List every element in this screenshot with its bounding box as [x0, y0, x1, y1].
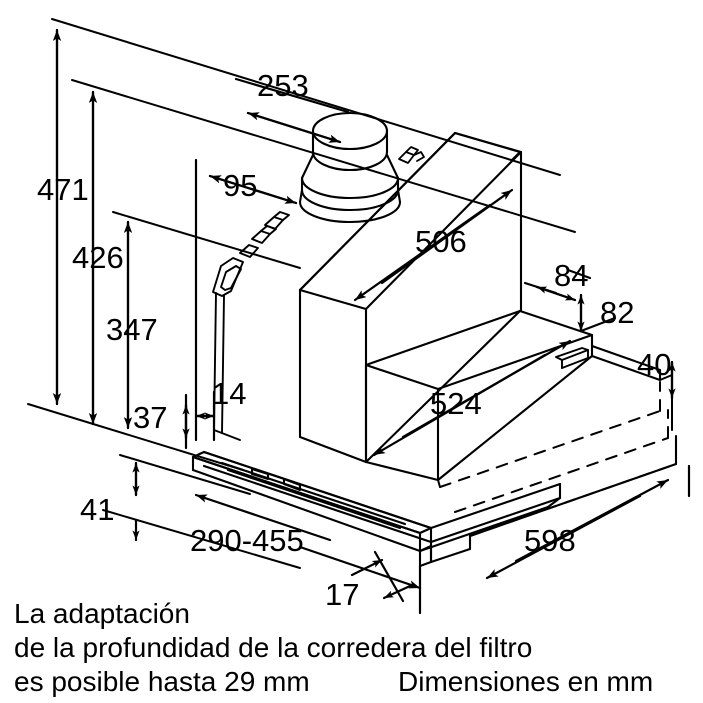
dimension-17	[350, 550, 422, 615]
dimension-label-84: 84	[554, 258, 588, 293]
dimension-95	[208, 174, 298, 205]
dimension-label-82: 82	[600, 295, 634, 330]
dimension-label-347: 347	[106, 312, 158, 347]
right-bracket-arm	[555, 347, 589, 369]
dimension-label-37: 37	[133, 400, 167, 435]
reference-ticks	[659, 374, 673, 431]
note-line-2: de la profundidad de la corredera del fi…	[14, 632, 532, 663]
dimension-82	[577, 293, 617, 333]
dimension-506	[353, 188, 514, 302]
dimension-14	[194, 158, 216, 442]
cabinet-outline-solid	[429, 434, 678, 564]
dimension-label-14: 14	[212, 376, 246, 411]
dimension-label-598: 598	[524, 523, 576, 558]
dimension-label-41: 41	[80, 492, 114, 527]
mounting-clips-left	[212, 211, 290, 441]
dimension-84	[523, 268, 592, 302]
note-line-3: es posible hasta 29 mm	[14, 666, 310, 697]
dimension-label-506: 506	[415, 224, 467, 259]
dimension-524	[372, 339, 572, 457]
duct-clips-right	[398, 146, 425, 164]
note-line-1: La adaptación	[14, 598, 190, 629]
dimension-290-455	[194, 493, 422, 590]
duct-collar	[298, 111, 402, 224]
dimension-label-426: 426	[72, 240, 124, 275]
dimension-label-524: 524	[430, 386, 482, 421]
dimension-label-471: 471	[37, 172, 89, 207]
extension-lines	[27, 18, 576, 569]
dimension-label-95: 95	[223, 168, 257, 203]
dimension-label-253: 253	[257, 68, 309, 103]
note-units: Dimensiones en mm	[398, 666, 653, 697]
dimension-253	[234, 77, 350, 144]
dimension-label-40: 40	[637, 347, 671, 382]
dimension-label-17: 17	[325, 577, 359, 612]
dimension-label-290-455: 290-455	[190, 523, 304, 558]
filter-drawer-slab	[364, 309, 662, 482]
dimension-598	[485, 464, 691, 580]
